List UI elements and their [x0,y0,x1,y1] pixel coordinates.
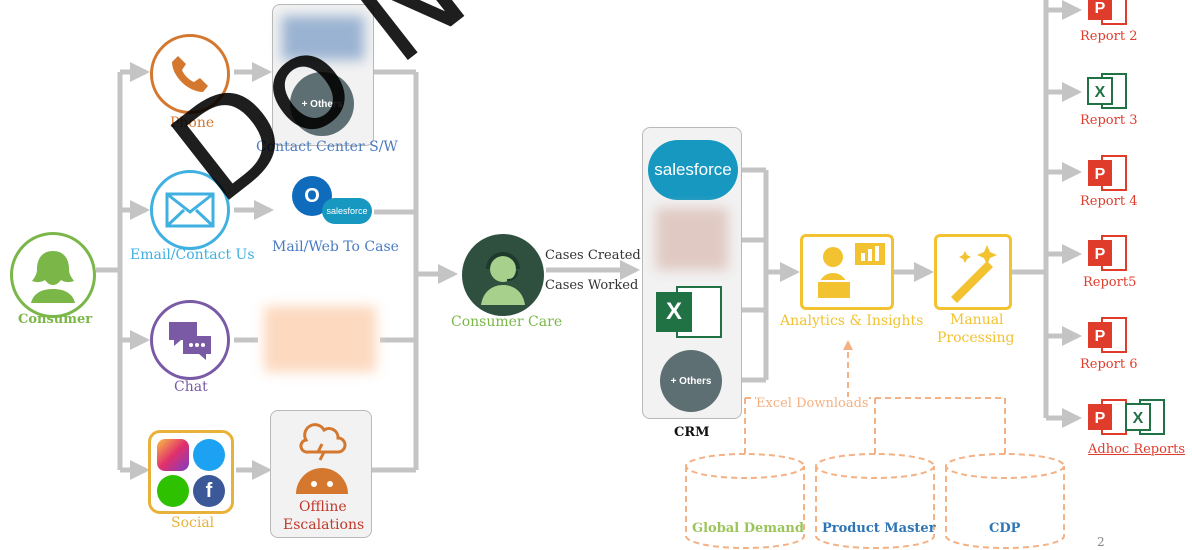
manual-processing-icon [934,234,1012,310]
crm-salesforce-logo: salesforce [648,140,738,200]
tools-to-care-connectors [372,69,458,473]
report-6-ppt-icon: P [1088,317,1127,353]
report-4-ppt-icon: P [1088,155,1127,191]
email-icon [150,170,230,250]
wechat-icon [157,475,189,507]
analytics-label: Analytics & Insights [780,313,924,329]
facebook-icon: f [193,475,225,507]
crm-excel-letter: X [656,292,692,332]
chat-tool-logo-blurred [264,306,376,372]
report-6-label: Report 6 [1080,357,1138,372]
social-label: Social [171,515,215,531]
phone-icon [150,34,230,114]
database-cdp [945,453,1065,549]
offline-label-1: Offline [299,499,347,515]
manual-to-reports-connectors [1012,0,1082,428]
report-5-label: Report5 [1083,275,1137,290]
phone-label: Phone [170,115,215,131]
mail-web-label: Mail/Web To Case [272,239,399,255]
db-cdp-label: CDP [989,521,1021,536]
consumer-care-label: Consumer Care [451,314,563,330]
svg-text:X: X [1095,84,1106,101]
report-2-label: Report 2 [1080,29,1138,44]
crm-label: CRM [674,425,710,440]
adhoc-excel-icon: X [1125,399,1165,435]
database-global-demand [685,453,805,549]
chat-label: Chat [174,379,208,395]
others-badge-label: + Others [301,98,343,110]
offline-label-2: Escalations [283,517,365,533]
manual-label-2: Processing [937,330,1015,346]
contact-center-label: Contact Center S/W [256,139,398,155]
report-4-label: Report 4 [1080,194,1138,209]
angry-storm-icon [296,423,348,494]
adhoc-reports-label: Adhoc Reports [1088,442,1186,457]
report-5-ppt-icon: P [1088,235,1127,271]
channel-to-tool-connectors [234,62,274,480]
consumer-to-channels-connectors [96,62,150,480]
cases-created-label: Cases Created [545,248,641,263]
adhoc-ppt-icon: P [1088,399,1127,435]
svg-text:P: P [1095,410,1106,427]
social-icon: f [148,430,234,514]
excel-downloads-label: Excel Downloads [756,396,869,411]
svg-text:P: P [1095,166,1106,183]
contact-center-logo-blurred [282,16,364,60]
db-product-master-label: Product Master [822,521,936,536]
cases-worked-label: Cases Worked [545,278,639,293]
report-3-label: Report 3 [1080,113,1138,128]
crm-excel-icon: X [656,282,722,340]
svg-text:X: X [1133,410,1144,427]
crm-others-badge: + Others [660,350,722,412]
svg-text:P: P [1095,246,1106,263]
report-3-excel-icon: X [1087,73,1127,109]
analytics-icon [800,234,894,310]
chat-icon [150,300,230,380]
svg-text:P: P [1095,0,1106,17]
consumer-icon [10,232,96,318]
twitter-icon [193,439,225,471]
crm-tool-logo-blurred [656,208,728,270]
report-2-ppt-icon: P [1088,0,1127,25]
page-number: 2 [1097,535,1105,549]
consumer-label: Consumer [18,312,93,327]
salesforce-small-icon: salesforce [322,198,372,224]
contact-center-others-badge: + Others [290,72,354,136]
crm-others-label: + Others [670,375,712,387]
consumer-care-icon [462,234,544,316]
database-product-master [815,453,935,549]
manual-label-1: Manual [950,312,1004,328]
email-label: Email/Contact Us [130,247,255,263]
svg-text:P: P [1095,328,1106,345]
db-global-demand-label: Global Demand [692,521,804,536]
instagram-icon [157,439,189,471]
